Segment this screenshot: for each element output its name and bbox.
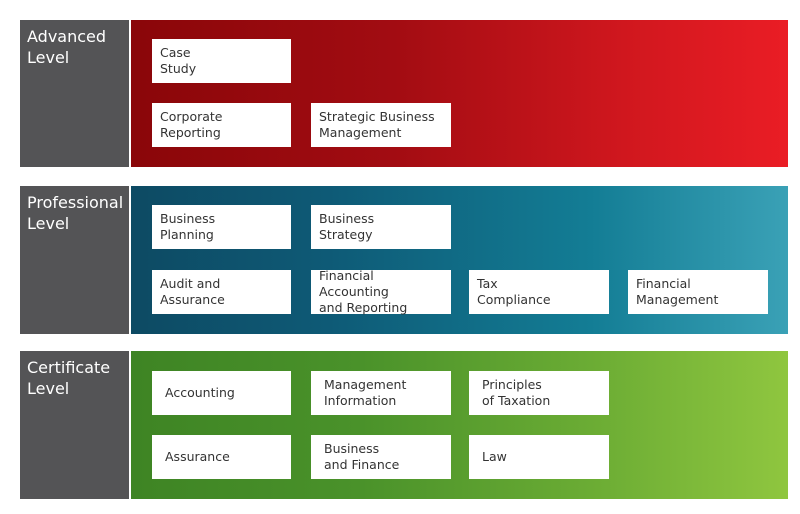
module-text: Business: [324, 441, 380, 456]
module-text: Tax: [477, 276, 498, 291]
module-text: Management: [636, 292, 719, 307]
level-label-line: Level: [27, 214, 70, 233]
module-text: Principles: [482, 377, 542, 392]
module-text: Compliance: [477, 292, 551, 307]
module-text: Study: [160, 61, 197, 76]
module-text: Assurance: [165, 449, 230, 464]
module-text: Financial Accounting: [319, 268, 389, 299]
level-label-line: Level: [27, 379, 70, 398]
module-text: Strategic Business: [319, 109, 435, 124]
module-law: Law: [469, 435, 609, 479]
module-text: and Finance: [324, 457, 400, 472]
module-text: Accounting: [165, 385, 235, 400]
module-text: Business: [319, 211, 375, 226]
module-text: Financial: [636, 276, 691, 291]
module-text: Reporting: [160, 125, 221, 140]
module-text: Corporate: [160, 109, 223, 124]
module-text: Assurance: [160, 292, 225, 307]
module-text: Business: [160, 211, 216, 226]
module-text: Management: [324, 377, 407, 392]
module-text: Law: [482, 449, 507, 464]
level-label-professional: Professional Level: [20, 186, 129, 334]
module-text: of Taxation: [482, 393, 551, 408]
level-label-line: Professional: [27, 193, 124, 212]
module-text: Management: [319, 125, 402, 140]
module-assurance: Assurance: [152, 435, 291, 479]
level-label-advanced: Advanced Level: [20, 20, 129, 167]
module-text: Planning: [160, 227, 214, 242]
module-text: Information: [324, 393, 397, 408]
level-label-line: Certificate: [27, 358, 111, 377]
level-label-line: Level: [27, 48, 70, 67]
module-text: and Reporting: [319, 300, 408, 315]
module-text: Strategy: [319, 227, 373, 242]
module-text: Audit and: [160, 276, 221, 291]
level-label-line: Advanced: [27, 27, 107, 46]
module-accounting: Accounting: [152, 371, 291, 415]
level-label-certificate: Certificate Level: [20, 351, 129, 499]
module-text: Case: [160, 45, 191, 60]
